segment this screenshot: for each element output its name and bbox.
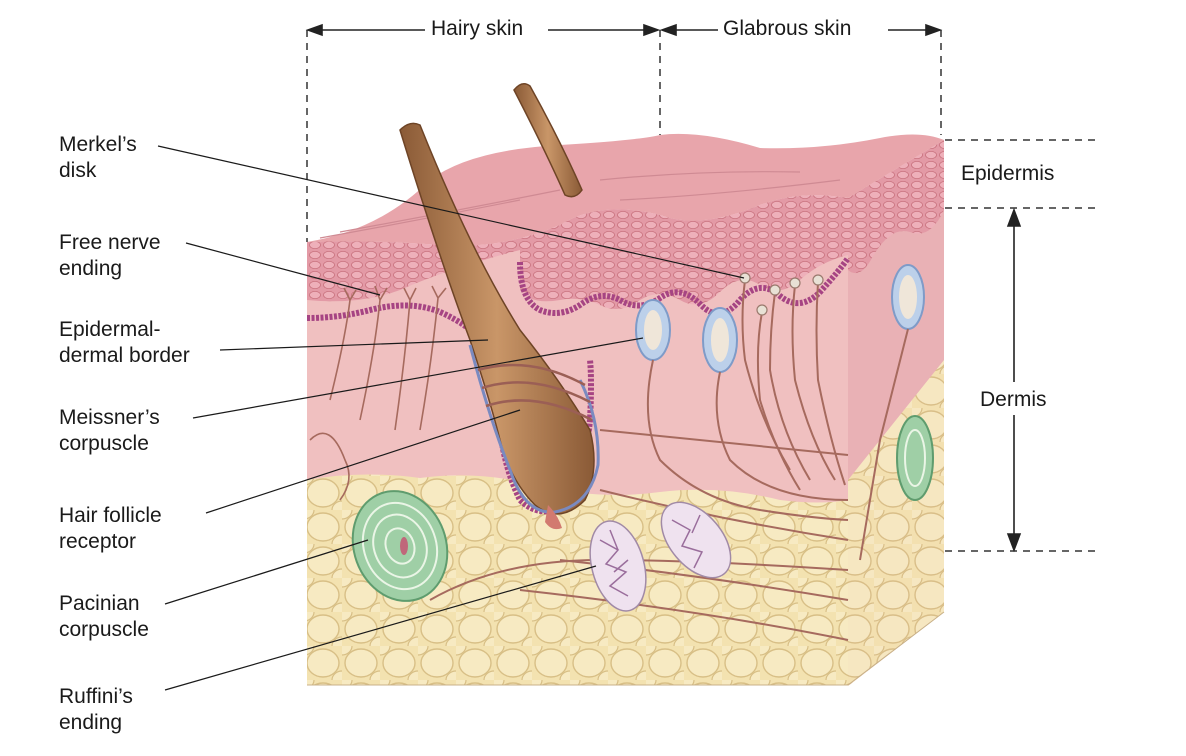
leader-lines: [157, 145, 745, 691]
merkel-label: Merkel’s disk: [59, 133, 137, 182]
glabrous-skin-label: Glabrous skin: [719, 16, 856, 42]
guide-lines: [306, 30, 1096, 552]
hairy-skin-label: Hairy skin: [427, 16, 528, 42]
epidermal-border-label: Epidermal- dermal border: [59, 318, 190, 367]
pacinian-corpuscles: [351, 415, 934, 602]
pacinian-label: Pacinian corpuscle: [59, 592, 149, 641]
dermis-arrow: [1006, 207, 1022, 553]
hair-shaft: [399, 122, 595, 515]
top-arrows: [305, 23, 943, 37]
block-top-surface: [307, 133, 944, 246]
hair-follicle-label: Hair follicle receptor: [59, 504, 162, 553]
epidermis-label: Epidermis: [961, 162, 1055, 185]
meissner-label: Meissner’s corpuscle: [59, 406, 160, 455]
dermis-label: Dermis: [978, 385, 1049, 415]
ruffini-endings: [589, 501, 732, 612]
free-nerve-label: Free nerve ending: [59, 231, 161, 280]
ruffini-label: Ruffini’s ending: [59, 685, 133, 734]
